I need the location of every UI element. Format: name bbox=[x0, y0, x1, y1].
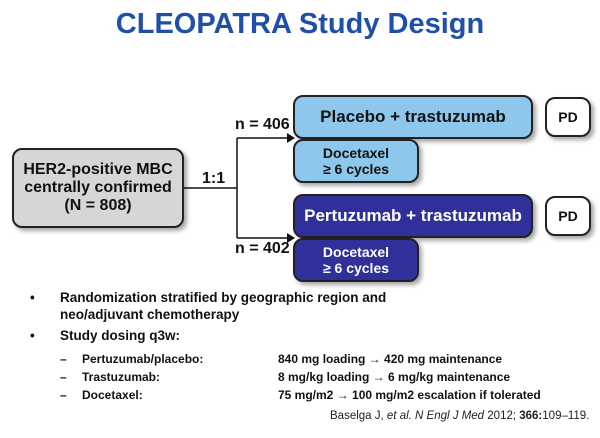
dosing-drug: Docetaxel: bbox=[82, 388, 143, 402]
dosing-dose: 840 mg loading → 420 mg maintenance bbox=[278, 352, 503, 366]
dosing-row: – Trastuzumab: 8 mg/kg loading → 6 mg/kg… bbox=[60, 370, 580, 388]
citation-volume: 366: bbox=[519, 410, 543, 422]
arm2-chemo-box: Docetaxel ≥ 6 cycles bbox=[293, 238, 419, 282]
dosing-drug: Trastuzumab: bbox=[82, 370, 161, 384]
arm1-chemo-line2: ≥ 6 cycles bbox=[322, 161, 390, 177]
arm2-n-label: n = 402 bbox=[235, 240, 290, 257]
dosing-row: – Pertuzumab/placebo: 840 mg loading → 4… bbox=[60, 352, 580, 370]
population-line3: (N = 808) bbox=[64, 197, 132, 214]
bullet-text-line1: Randomization stratified by geographic r… bbox=[60, 290, 387, 305]
population-line1: HER2-positive MBC bbox=[23, 161, 173, 178]
arm1-pd-box: PD bbox=[545, 97, 591, 137]
arm2-pd-box: PD bbox=[545, 196, 591, 236]
bullet-dosing: • Study dosing q3w: bbox=[30, 327, 386, 344]
arm2-regimen-box: Pertuzumab + trastuzumab bbox=[293, 194, 533, 238]
arm2-arrowhead bbox=[287, 233, 295, 243]
bullet-list: • Randomization stratified by geographic… bbox=[30, 289, 386, 344]
arm1-chemo-box: Docetaxel ≥ 6 cycles bbox=[293, 139, 419, 183]
citation-pages: 109–119. bbox=[542, 410, 590, 422]
arm2-chemo-line2: ≥ 6 cycles bbox=[322, 260, 390, 276]
population-box: HER2-positive MBC centrally confirmed (N… bbox=[12, 148, 184, 228]
bullet-marker: • bbox=[30, 328, 35, 343]
dosing-row: – Docetaxel: 75 mg/m2 → 100 mg/m2 escala… bbox=[60, 388, 580, 406]
citation-authors: Baselga J, bbox=[330, 410, 387, 422]
citation-etal: et al. bbox=[386, 410, 412, 422]
arm1-regimen-box: Placebo + trastuzumab bbox=[293, 95, 533, 139]
citation: Baselga J, et al. N Engl J Med 2012; 366… bbox=[330, 410, 589, 422]
bullet-text-line2: neo/adjuvant chemotherapy bbox=[60, 307, 240, 322]
dosing-list: – Pertuzumab/placebo: 840 mg loading → 4… bbox=[60, 352, 580, 406]
dosing-dose: 75 mg/m2 → 100 mg/m2 escalation if toler… bbox=[278, 388, 541, 402]
dosing-drug: Pertuzumab/placebo: bbox=[82, 352, 204, 366]
arm2-chemo-line1: Docetaxel bbox=[322, 244, 390, 260]
dosing-dose: 8 mg/kg loading → 6 mg/kg maintenance bbox=[278, 370, 511, 384]
slide-title: CLEOPATRA Study Design bbox=[115, 8, 485, 40]
dash-marker: – bbox=[60, 388, 67, 402]
dash-marker: – bbox=[60, 370, 67, 384]
randomization-ratio: 1:1 bbox=[202, 170, 226, 187]
bullet-marker: • bbox=[30, 290, 35, 305]
arm1-n-label: n = 406 bbox=[235, 116, 290, 133]
population-line2: centrally confirmed bbox=[24, 179, 172, 196]
bullet-stratification: • Randomization stratified by geographic… bbox=[30, 289, 386, 323]
bullet-text-line1: Study dosing q3w: bbox=[60, 328, 180, 343]
arm1-chemo-line1: Docetaxel bbox=[322, 145, 390, 161]
arm1-arrowhead bbox=[287, 133, 295, 143]
citation-journal: N Engl J Med bbox=[411, 410, 485, 422]
citation-year: 2012; bbox=[484, 410, 520, 422]
dash-marker: – bbox=[60, 352, 67, 366]
